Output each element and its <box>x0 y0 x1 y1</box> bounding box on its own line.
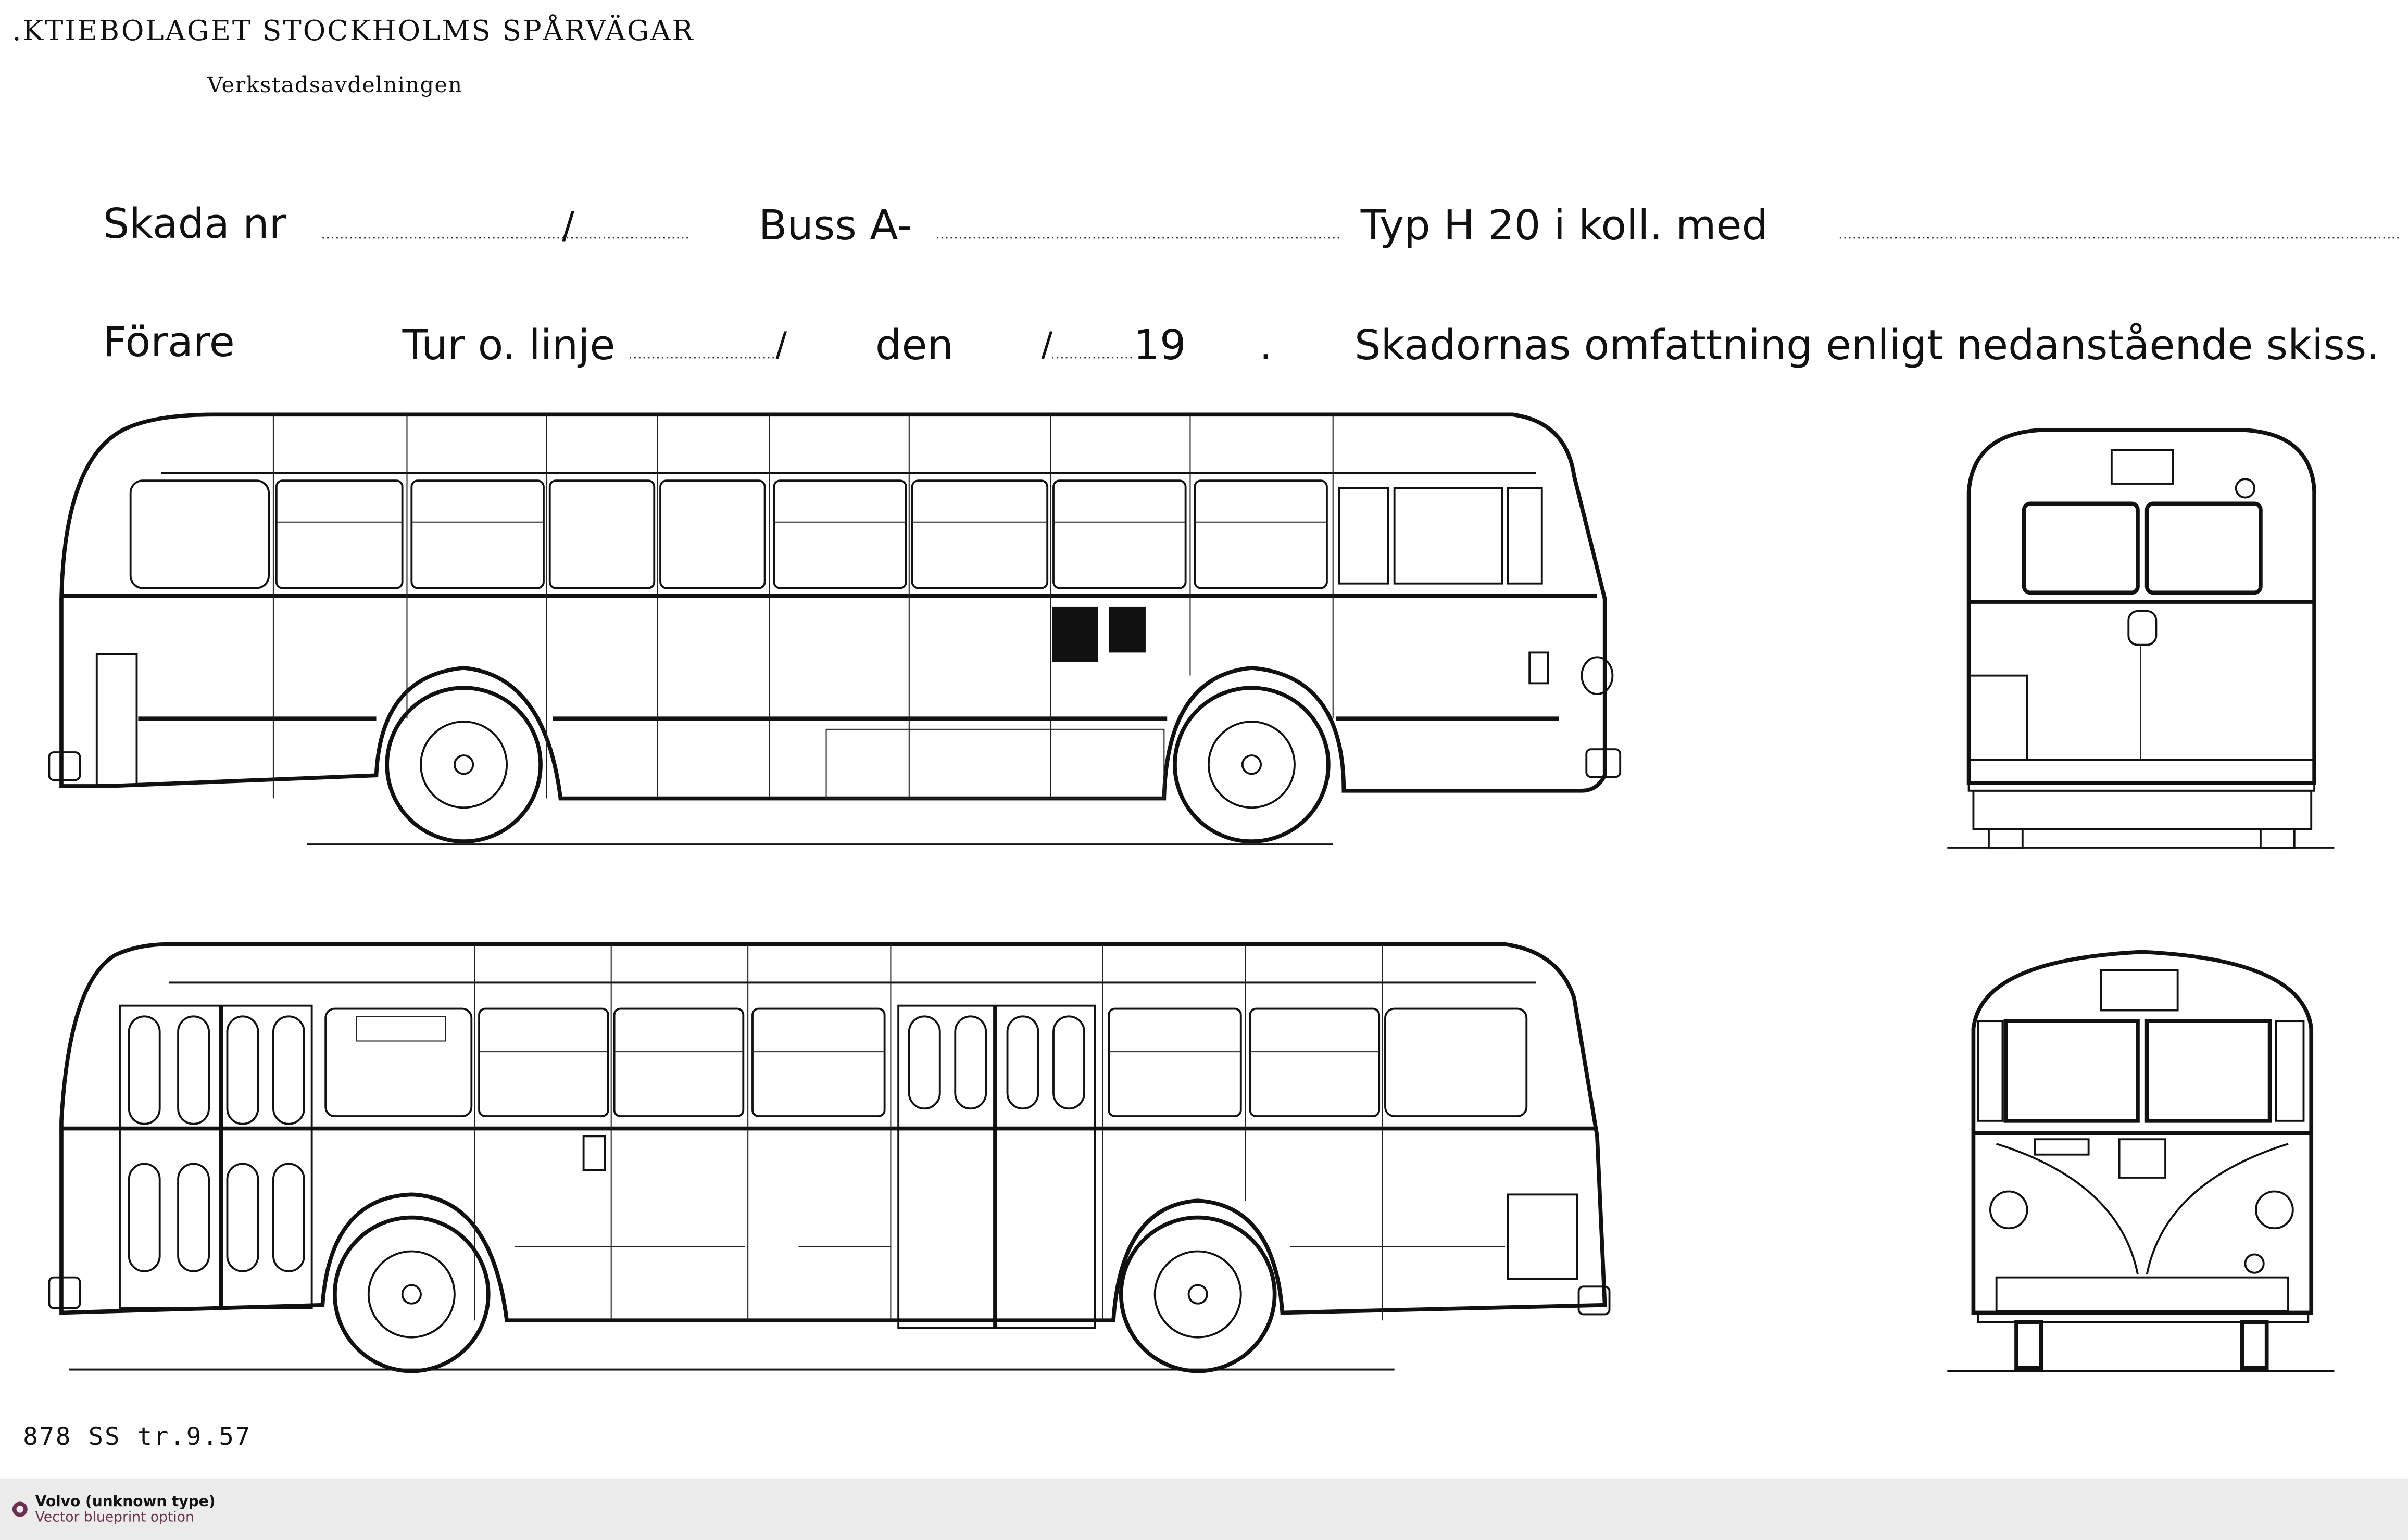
circle-ring-icon <box>12 1501 28 1517</box>
bus-label: Buss A- <box>759 201 912 249</box>
company-name: .KTIEBOLAGET STOCKHOLMS SPÅRVÄGAR <box>12 15 695 47</box>
route-label: Tur o. linje <box>402 321 616 369</box>
bus-side-view-left <box>48 942 1611 1373</box>
bus-front-view <box>1947 950 2335 1372</box>
bus-rear-view <box>1947 427 2335 849</box>
year-prefix: 19 <box>1133 321 1186 369</box>
department-name: Verkstadsavdelningen <box>207 72 462 97</box>
date-label: den <box>875 321 954 369</box>
form-row-2: Förare Tur o. linje / den / 19 . Skadorn… <box>103 318 2380 369</box>
driver-label: Förare <box>103 318 235 366</box>
caption-bar: Volvo (unknown type) Vector blueprint op… <box>0 1478 2408 1540</box>
extent-label: Skadornas omfattning enligt nedanstående… <box>1354 321 2380 369</box>
route-slash: / <box>775 325 787 364</box>
type-label: Typ H 20 i koll. med <box>1360 201 1768 249</box>
caption-title: Volvo (unknown type) <box>35 1493 216 1510</box>
form-row-1: Skada nr / Buss A- Typ H 20 i koll. med <box>103 199 2399 249</box>
bus-side-view-right <box>48 412 1622 845</box>
caption-subtitle: Vector blueprint option <box>35 1509 194 1525</box>
form-code: 878 SS tr.9.57 <box>23 1422 252 1451</box>
period: . <box>1259 321 1272 369</box>
date-slash: / <box>1041 325 1052 364</box>
damage-no-label: Skada nr <box>103 199 286 248</box>
damage-slash: / <box>562 204 574 247</box>
